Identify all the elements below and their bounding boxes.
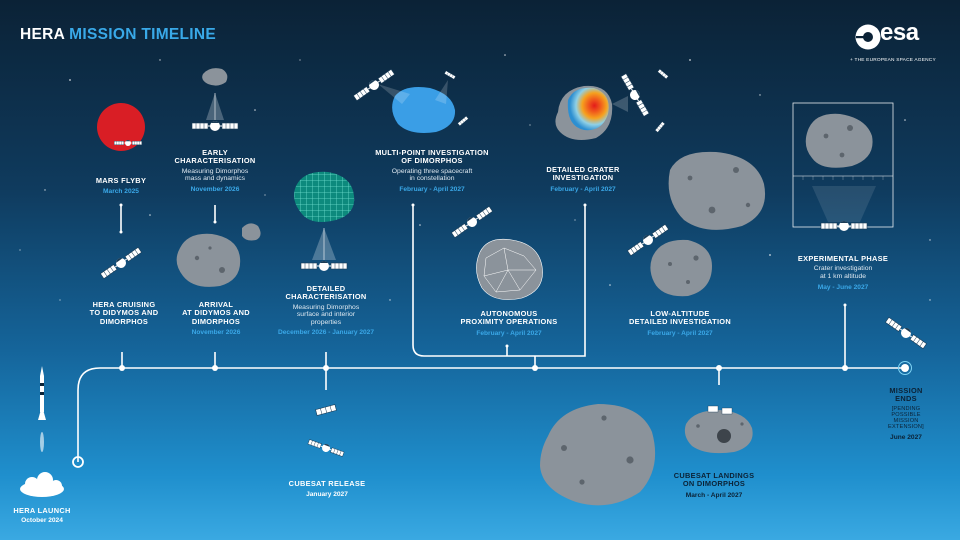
experimental-desc: Crater investigation at 1 km altitude: [813, 265, 873, 280]
milestone-multipoint: MULTI-POINT INVESTIGATION OF DIMORPHOS O…: [375, 148, 489, 193]
end-desc: [PENDING POSSIBLE MISSION EXTENSION]: [888, 405, 924, 431]
end-title: MISSION ENDS: [889, 386, 923, 404]
crater-heatmap-icon: [567, 87, 609, 131]
experimental-panel: [792, 102, 894, 228]
landings-date: March - April 2027: [685, 491, 743, 499]
esa-logo-icon: [855, 24, 881, 50]
multipoint-title: MULTI-POINT INVESTIGATION OF DIMORPHOS: [375, 148, 489, 166]
mars-icon: [97, 103, 145, 151]
cubesat-release-date: January 2027: [306, 491, 348, 499]
multipoint-date: February - April 2027: [399, 185, 465, 193]
multipoint-desc: Operating three spacecraft in constellat…: [391, 167, 473, 183]
milestone-early: EARLY CHARACTERISATION Measuring Dimorph…: [174, 148, 256, 193]
autonomous-date: February - April 2027: [476, 329, 542, 337]
launch-title: HERA LAUNCH: [13, 506, 71, 515]
mars-title: MARS FLYBY: [95, 176, 147, 185]
landings-title: CUBESAT LANDINGS ON DIMORPHOS: [673, 471, 755, 489]
early-desc: Measuring Dimorphos mass and dynamics: [181, 167, 249, 183]
milestone-experimental: EXPERIMENTAL PHASE Crater investigation …: [797, 254, 889, 291]
crater-title: DETAILED CRATER INVESTIGATION: [546, 165, 620, 183]
milestone-mars: MARS FLYBY March 2025: [95, 176, 147, 196]
didymos-icon: [176, 233, 241, 287]
milestone-cruise: HERA CRUISING TO DIDYMOS AND DIMORPHOS: [89, 300, 159, 326]
grid-asteroid-icon: [294, 171, 355, 222]
page-title: HERA MISSION TIMELINE: [20, 26, 216, 44]
milestone-autonomous: AUTONOMOUS PROXIMITY OPERATIONS February…: [460, 309, 558, 337]
end-date: June 2027: [890, 433, 922, 441]
title-mission-timeline: MISSION TIMELINE: [69, 26, 217, 43]
milestone-landings: CUBESAT LANDINGS ON DIMORPHOS March - Ap…: [673, 471, 755, 499]
milestone-launch: HERA LAUNCH October 2024: [13, 506, 71, 525]
didymos-bottom-icon: [540, 404, 656, 506]
mars-date: March 2025: [103, 188, 139, 196]
early-title: EARLY CHARACTERISATION: [174, 148, 256, 166]
milestone-crater: DETAILED CRATER INVESTIGATION February -…: [546, 165, 620, 193]
cubesat-release-title: CUBESAT RELEASE: [288, 479, 366, 488]
title-hera: HERA: [20, 26, 65, 43]
milestone-lowalt: LOW-ALTITUDE DETAILED INVESTIGATION Febr…: [629, 309, 731, 337]
detailed-date: December 2026 - January 2027: [277, 329, 375, 337]
launch-date: October 2024: [21, 517, 63, 525]
milestone-cubesat-release: CUBESAT RELEASE January 2027: [288, 479, 366, 499]
dimorphos-small-icon: [202, 68, 228, 86]
esa-wordmark: esa: [880, 19, 919, 46]
cruise-title: HERA CRUISING TO DIDYMOS AND DIMORPHOS: [89, 300, 159, 326]
lowalt-date: February - April 2027: [647, 329, 713, 337]
milestone-detailed: DETAILED CHARACTERISATION Measuring Dimo…: [277, 284, 375, 337]
autonomous-title: AUTONOMOUS PROXIMITY OPERATIONS: [460, 309, 558, 327]
esa-tagline: + THE EUROPEAN SPACE AGENCY: [850, 58, 936, 63]
detailed-title: DETAILED CHARACTERISATION: [285, 284, 367, 302]
experimental-title: EXPERIMENTAL PHASE: [797, 254, 889, 263]
blue-asteroid-icon: [392, 87, 456, 133]
didymos-large-icon: [668, 151, 766, 230]
experimental-date: May - June 2027: [817, 283, 869, 291]
esa-logo: esa + THE EUROPEAN SPACE AGENCY: [850, 19, 944, 70]
milestone-end: MISSION ENDS [PENDING POSSIBLE MISSION E…: [879, 386, 933, 441]
proximity-asteroid-icon: [476, 238, 543, 300]
milestone-arrival: ARRIVAL AT DIDYMOS AND DIMORPHOS Novembe…: [182, 300, 250, 336]
landing-asteroid-icon: [684, 405, 753, 454]
lowalt-title: LOW-ALTITUDE DETAILED INVESTIGATION: [629, 309, 731, 327]
detailed-desc: Measuring Dimorphos surface and interior…: [292, 303, 360, 326]
arrival-date: November 2026: [191, 328, 241, 336]
early-date: November 2026: [190, 185, 240, 193]
starfield: [19, 54, 931, 301]
arrival-title: ARRIVAL AT DIDYMOS AND DIMORPHOS: [182, 300, 250, 326]
rocket-icon: [20, 366, 64, 497]
dimorphos-icon: [242, 223, 261, 241]
crater-date: February - April 2027: [550, 185, 616, 193]
